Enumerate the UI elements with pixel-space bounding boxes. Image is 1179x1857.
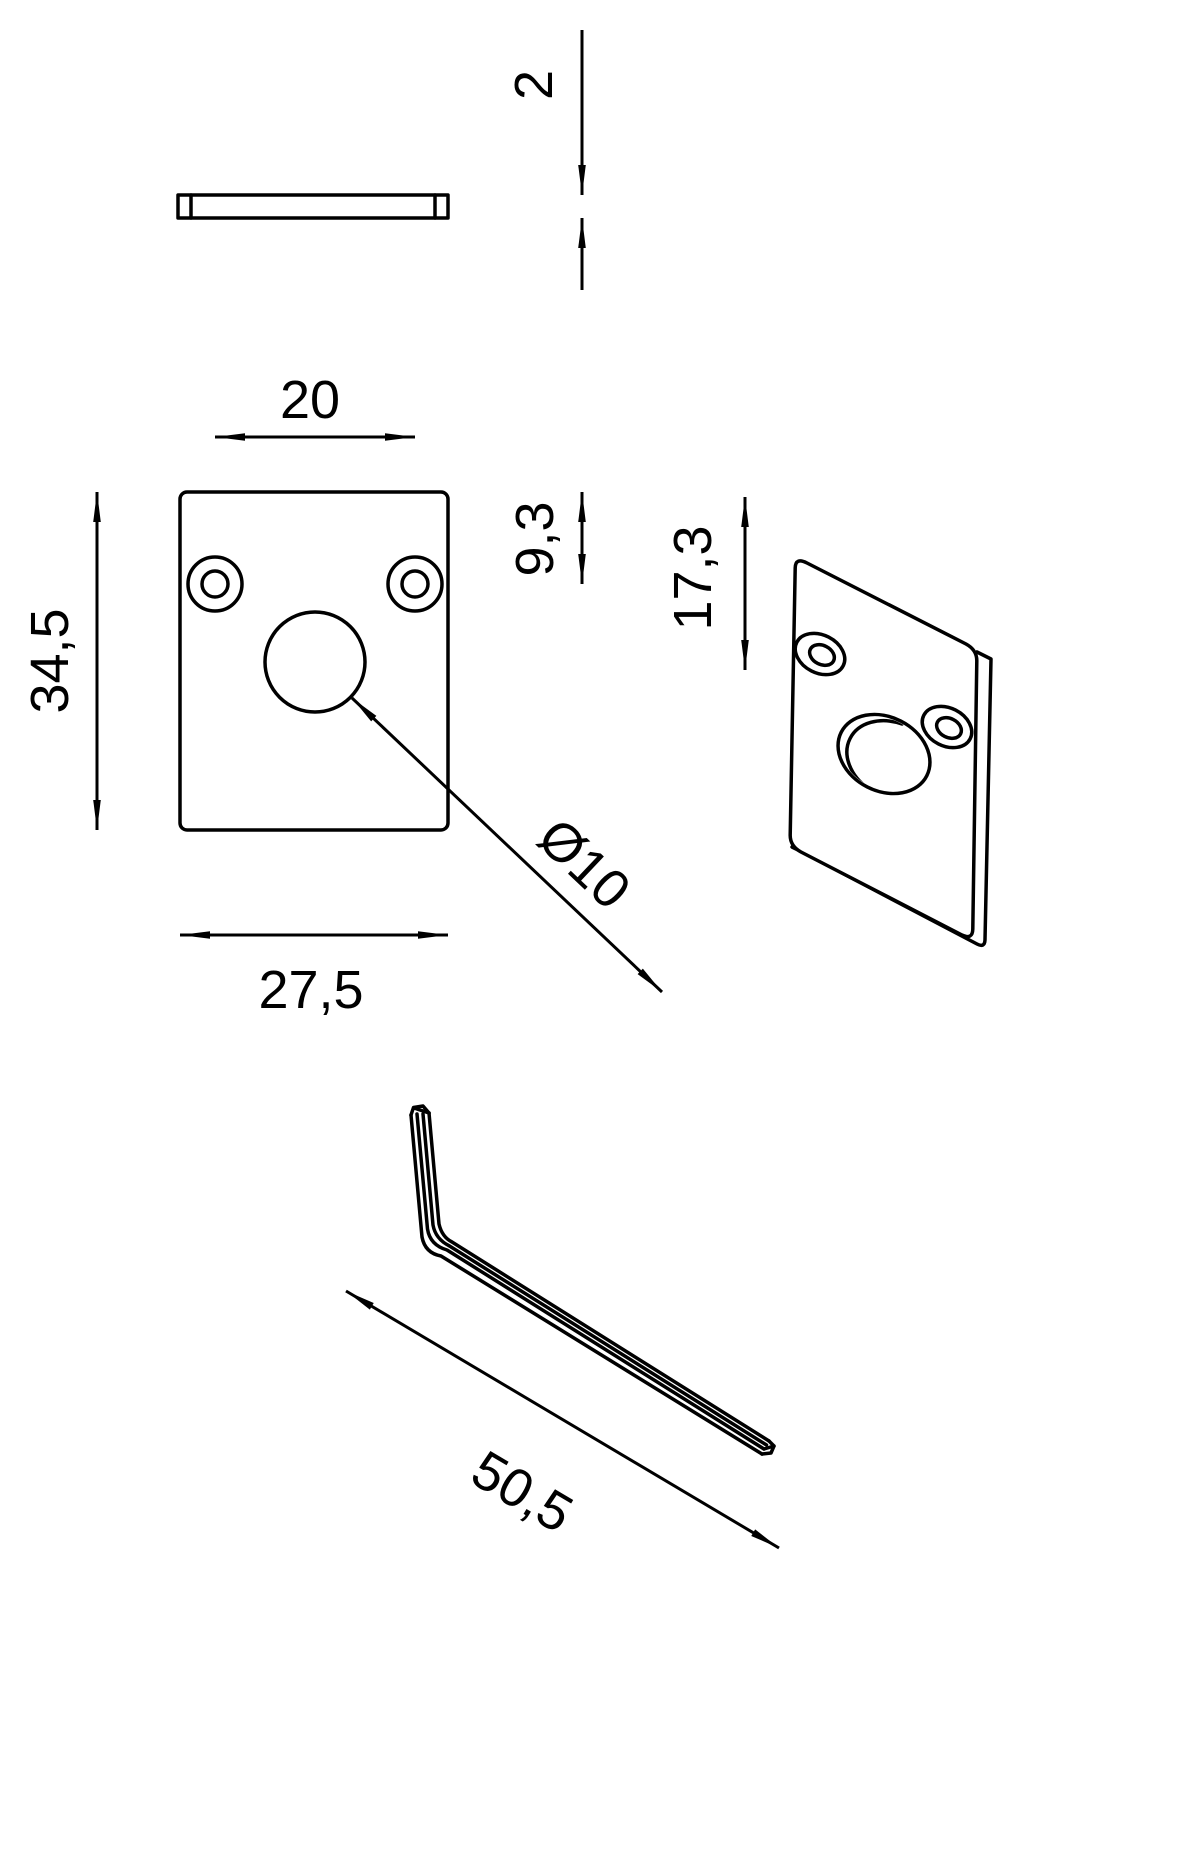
screw-hole-right-outer <box>386 555 444 613</box>
hex-key-top-end-face <box>409 1104 431 1117</box>
iso-center-hole-bore <box>845 719 904 791</box>
hex-key-facet-line-1 <box>415 1112 766 1451</box>
hex-key <box>409 1104 776 1456</box>
dim-thickness: 2 <box>504 30 586 290</box>
iso-screw-hole-left-outer <box>793 631 847 677</box>
iso-center-hole-bore-arc <box>845 719 904 791</box>
screw-hole-left-inner <box>200 569 230 599</box>
dim-plate-height: 34,5 <box>20 492 101 830</box>
dim-center-hole-offset-label: 17,3 <box>663 525 723 630</box>
dim-hole-spacing-label: 20 <box>280 370 340 430</box>
dim-hex-key-length-line <box>345 1289 780 1550</box>
iso-screw-hole-right-outer <box>920 704 974 750</box>
iso-view-plate <box>788 559 993 948</box>
hex-key-outer-contour <box>409 1113 764 1456</box>
iso-thickness-edges <box>790 650 993 948</box>
leader-center-hole-label: Ø10 <box>526 807 641 921</box>
dim-plate-width: 27,5 <box>180 931 448 1020</box>
dim-center-hole-offset: 17,3 <box>663 497 749 670</box>
front-view-outline <box>178 490 450 832</box>
leader-center-hole-diameter: Ø10 <box>350 696 664 994</box>
side-view-outline <box>176 193 450 220</box>
screw-hole-left-outer <box>186 555 244 613</box>
side-view-plate <box>176 193 450 220</box>
iso-screw-hole-left-inner <box>807 642 837 668</box>
dim-hole-spacing: 20 <box>215 370 415 441</box>
hex-key-facet-line-2 <box>421 1112 769 1447</box>
dim-hole-offset-top: 9,3 <box>505 492 586 584</box>
iso-screw-hole-right-inner <box>934 715 964 741</box>
dim-hex-key-length-label: 50,5 <box>461 1439 582 1544</box>
center-hole <box>263 610 367 714</box>
front-view-plate <box>178 490 450 832</box>
hex-key-top-end-facet <box>412 1106 431 1115</box>
dim-hole-offset-top-label: 9,3 <box>505 501 565 576</box>
iso-center-hole <box>836 712 932 796</box>
dim-plate-width-label: 27,5 <box>258 960 363 1020</box>
screw-hole-right-inner <box>400 569 430 599</box>
leader-center-hole-line <box>350 696 664 994</box>
dim-plate-height-label: 34,5 <box>20 608 80 713</box>
hex-key-inner-contour <box>427 1111 771 1443</box>
dim-thickness-label: 2 <box>504 70 564 100</box>
iso-front-face <box>788 559 979 939</box>
